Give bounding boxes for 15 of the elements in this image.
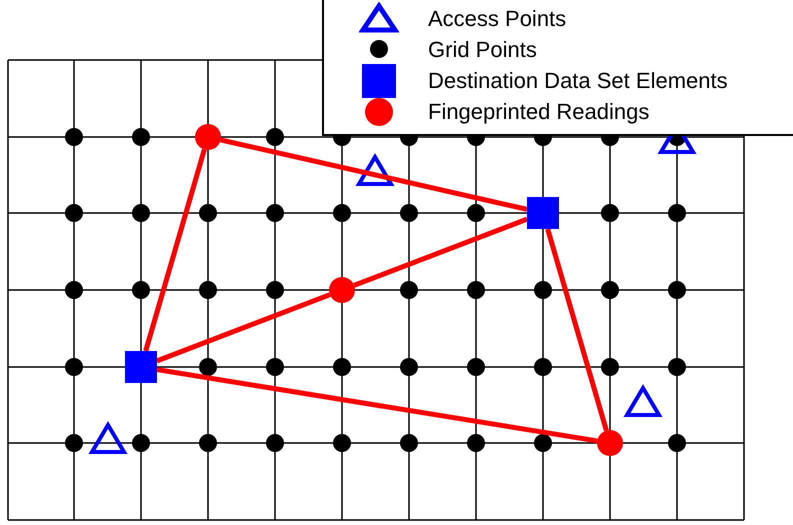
reading-circle bbox=[195, 124, 221, 150]
legend-label: Access Points bbox=[428, 6, 566, 32]
connector-line bbox=[353, 216, 528, 288]
reading-circle bbox=[597, 430, 623, 456]
destination-square bbox=[125, 351, 157, 383]
destination-square bbox=[527, 197, 559, 229]
connector-line bbox=[545, 228, 609, 432]
legend-label: Fingeprinted Readings bbox=[428, 99, 650, 125]
legend-label: Destination Data Set Elements bbox=[428, 68, 728, 94]
connector-line bbox=[156, 292, 331, 364]
reading-circle bbox=[329, 277, 355, 303]
connector-line bbox=[143, 148, 207, 352]
connector-line bbox=[156, 367, 598, 444]
connector-line bbox=[220, 137, 528, 212]
legend-label: Grid Points bbox=[428, 37, 537, 63]
